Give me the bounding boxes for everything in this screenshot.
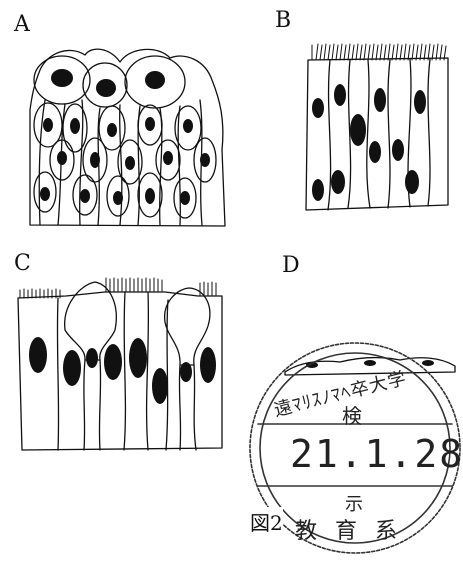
stamp-center-top: 検	[342, 400, 362, 429]
panel-b-epithelium	[306, 44, 448, 210]
stamp-bottom-text: 教育系	[295, 513, 415, 545]
panel-a-epithelium	[30, 49, 225, 226]
stamp-date: 21.1.28	[290, 432, 463, 476]
panel-c-epithelium	[18, 278, 222, 450]
figure-caption: 図2	[250, 507, 283, 536]
